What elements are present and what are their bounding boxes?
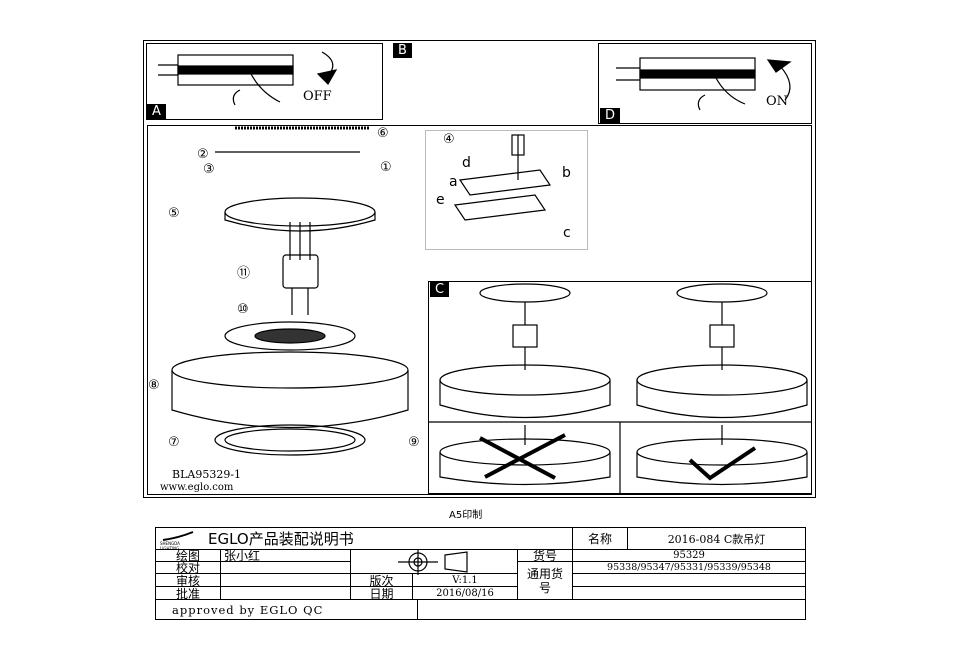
step-1: ① [380, 160, 392, 175]
panel-d [598, 43, 812, 124]
step-10: ⑩ [237, 302, 249, 317]
off-label: OFF [303, 89, 332, 104]
common-item-row-2 [572, 573, 806, 587]
approve-label: 批准 [155, 586, 221, 600]
letter-d: d [462, 155, 471, 171]
version-value: V:1.1 [412, 573, 518, 587]
drawing-frame [143, 40, 816, 498]
name-label: 名称 [572, 527, 628, 550]
model-code: BLA95329-1 [172, 468, 242, 481]
on-label: ON [766, 94, 789, 109]
panel-c-label: C [430, 282, 450, 297]
panel-b-label: B [393, 43, 412, 58]
step-7: ⑦ [168, 435, 180, 450]
step-5: ⑤ [168, 206, 180, 221]
review-value [220, 573, 351, 587]
letter-b: b [562, 165, 571, 181]
panel-a-label: A [147, 104, 166, 119]
date-label: 日期 [350, 586, 413, 600]
step-3: ③ [203, 162, 215, 177]
step-9: ⑨ [408, 435, 420, 450]
document-title: EGLO产品装配说明书 [208, 530, 354, 548]
step-8: ⑧ [148, 378, 160, 393]
website: www.eglo.com [160, 482, 234, 493]
step-6: ⑥ [377, 126, 389, 141]
name-value: 2016-084 C款吊灯 [627, 527, 806, 550]
letter-e: e [436, 192, 445, 208]
version-label: 版次 [350, 573, 413, 587]
date-value: 2016/08/16 [412, 586, 518, 600]
step-2: ② [197, 147, 209, 162]
logo-text: SHENGDA LIGHTING [160, 541, 180, 551]
print-size: A5印制 [449, 510, 483, 521]
letter-c: c [563, 225, 571, 241]
common-item-label: 通用货号 [517, 561, 573, 600]
wiring-detail-box [425, 130, 588, 250]
step-11: ⑪ [237, 266, 251, 281]
approved-blank [417, 599, 806, 620]
approved-note: approved by EGLO QC [155, 599, 418, 620]
title-cell: EGLO产品装配说明书 [155, 527, 573, 550]
approve-value [220, 586, 351, 600]
letter-a: a [449, 174, 458, 190]
panel-a [146, 43, 383, 120]
step-4: ④ [443, 132, 455, 147]
review-label: 审核 [155, 573, 221, 587]
common-item-row-3 [572, 586, 806, 600]
panel-d-label: D [600, 108, 621, 123]
